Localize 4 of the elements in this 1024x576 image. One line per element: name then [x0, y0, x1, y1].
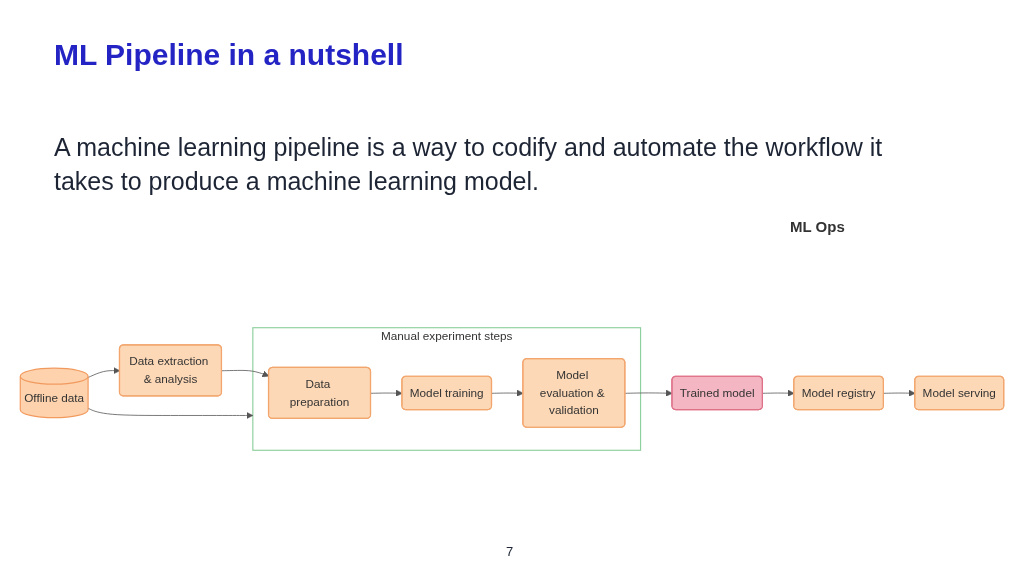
- section-label: ML Ops: [790, 218, 845, 235]
- slide-title: ML Pipeline in a nutshell: [54, 38, 404, 72]
- body-paragraph: A machine learning pipeline is a way to codify and automate the workflow it takes to produce a machine learning model.: [54, 132, 884, 197]
- page-number: 7: [506, 544, 514, 559]
